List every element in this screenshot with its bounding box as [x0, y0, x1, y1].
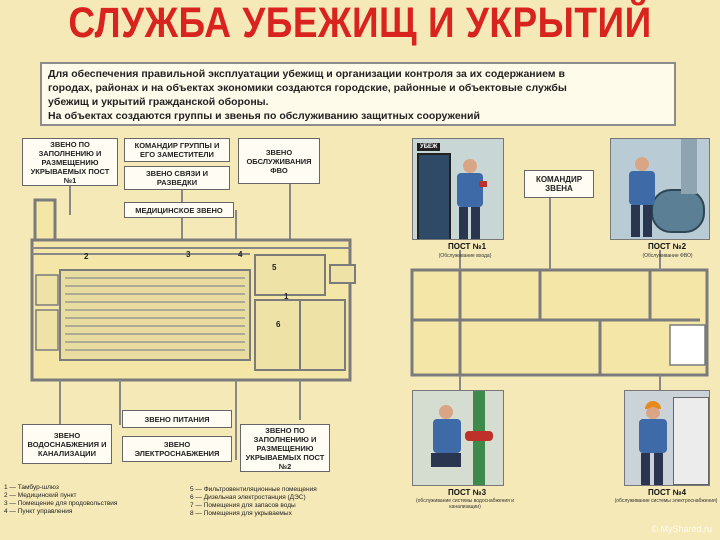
legend-item: 6 — Дизельная электростанция (ДЭС)	[190, 494, 306, 501]
legend-item: 8 — Помещения для укрываемых	[190, 510, 292, 517]
intro-line-3: убежищ и укрытий гражданской обороны.	[48, 96, 269, 108]
intro-line-4: На объектах создаются группы и звенья по…	[48, 110, 480, 122]
legend-item: 5 — Фильтровентиляционные помещения	[190, 486, 317, 493]
worker-figure-icon	[625, 157, 659, 237]
door-sign: УБЕЖ	[417, 143, 441, 151]
legend-right: 5 — Фильтровентиляционные помещения 6 — …	[190, 486, 390, 518]
plan-number-2: 2	[84, 252, 89, 261]
worker-figure-icon	[635, 401, 671, 485]
entrance-passage	[33, 198, 57, 242]
box-komandir-zvena: КОМАНДИР ЗВЕНА	[524, 170, 594, 198]
right-plan-outline	[410, 268, 709, 377]
box-zveno-pitaniya: ЗВЕНО ПИТАНИЯ	[122, 410, 232, 428]
legend-item: 3 — Помещение для продовольствия	[4, 500, 118, 507]
room-7	[299, 299, 346, 371]
post3-label: ПОСТ №3	[447, 488, 487, 497]
plan-number-1: 1	[284, 292, 289, 301]
box-zveno-svyazi: ЗВЕНО СВЯЗИ И РАЗВЕДКИ	[124, 166, 230, 190]
box-zveno-elektrosnabzheniya: ЗВЕНО ЭЛЕКТРОСНАБЖЕНИЯ	[122, 436, 232, 462]
worker-figure-icon	[427, 405, 467, 485]
ventilation-unit-icon	[651, 189, 705, 233]
intro-text-block: Для обеспечения правильной эксплуатации …	[40, 62, 676, 126]
box-zveno-zapolneniya-post2: ЗВЕНО ПО ЗАПОЛНЕНИЮ И РАЗМЕЩЕНИЮ УКРЫВАЕ…	[240, 424, 330, 472]
plan-number-4: 4	[238, 250, 243, 259]
legend-item: 2 — Медицинский пункт	[4, 492, 77, 499]
box-zveno-vodosnabzheniya: ЗВЕНО ВОДОСНАБЖЕНИЯ И КАНАЛИЗАЦИИ	[22, 424, 112, 464]
room-1	[254, 254, 326, 296]
duct-pipe-icon	[681, 139, 697, 194]
legend-item: 1 — Тамбур-шлюз	[4, 484, 59, 491]
post1-label: ПОСТ №1	[447, 242, 487, 251]
right-floor-plan	[410, 190, 709, 390]
electric-panel-icon	[673, 397, 709, 485]
legend-left: 1 — Тамбур-шлюз 2 — Медицинский пункт 3 …	[4, 484, 184, 516]
legend-item: 7 — Помещения для запасов воды	[190, 502, 296, 509]
valve-icon	[465, 431, 493, 441]
room-left-b	[35, 309, 59, 351]
post2-sublabel: (Обслуживание ФВО)	[642, 253, 693, 259]
plan-number-6: 6	[276, 320, 281, 329]
watermark: © MyShared.ru	[651, 524, 712, 534]
shelter-floor-plan	[30, 184, 356, 460]
post4-photo	[624, 390, 710, 486]
shelter-hall	[59, 269, 251, 361]
plan-number-3: 3	[186, 250, 191, 259]
room-left-a	[35, 274, 59, 306]
intro-line-1: Для обеспечения правильной эксплуатации …	[48, 68, 565, 80]
exit-passage	[329, 264, 356, 284]
box-medical-zveno: МЕДИЦИНСКОЕ ЗВЕНО	[124, 202, 234, 218]
intro-line-2: городах, районах и на объектах экономики…	[48, 82, 567, 94]
shelter-door-icon	[417, 153, 451, 239]
box-komandir-gruppy: КОМАНДИР ГРУППЫ И ЕГО ЗАМЕСТИТЕЛИ	[124, 138, 230, 162]
legend-item: 4 — Пункт управления	[4, 508, 73, 515]
post2-photo	[610, 138, 710, 240]
worker-figure-icon	[453, 159, 487, 239]
post1-photo: УБЕЖ	[412, 138, 504, 240]
bench-rows	[65, 277, 245, 351]
box-zveno-obsluzhivaniya-fvo: ЗВЕНО ОБСЛУЖИВАНИЯ ФВО	[238, 138, 320, 184]
post1-sublabel: (Обслуживание входа)	[438, 253, 492, 259]
post3-photo	[412, 390, 504, 486]
poster-title: СЛУЖБА УБЕЖИЩ И УКРЫТИЙ	[68, 0, 652, 47]
box-zveno-zapolneniya-post1: ЗВЕНО ПО ЗАПОЛНЕНИЮ И РАЗМЕЩЕНИЮ УКРЫВАЕ…	[22, 138, 118, 186]
post4-sublabel: (обслуживание системы электроснабжения)	[614, 498, 718, 504]
control-panel-room	[669, 324, 706, 366]
plan-number-5: 5	[272, 263, 277, 272]
room-6	[254, 299, 301, 371]
post4-label: ПОСТ №4	[647, 488, 687, 497]
post3-sublabel: (обслуживание системы водоснабжения и ка…	[415, 498, 515, 510]
post2-label: ПОСТ №2	[647, 242, 687, 251]
